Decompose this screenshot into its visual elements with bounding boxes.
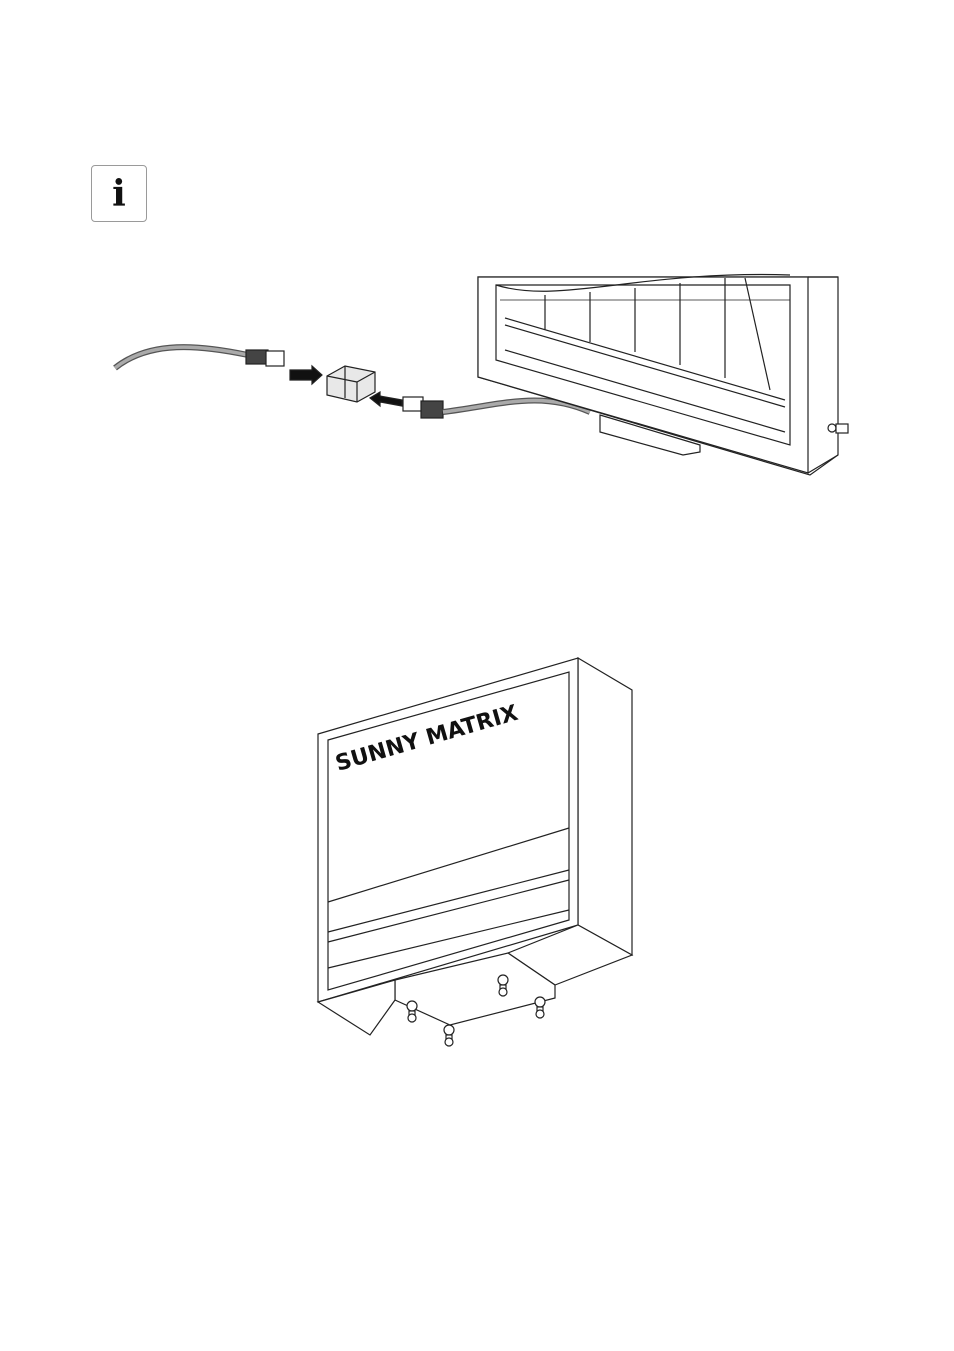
left-plug-head [265,350,285,367]
arrow-left-icon [368,390,403,408]
device-side [577,656,633,957]
info-icon: i [112,172,126,215]
info-notice-box: i [91,165,147,222]
screws [406,974,546,1047]
arrow-right-icon [289,364,323,386]
